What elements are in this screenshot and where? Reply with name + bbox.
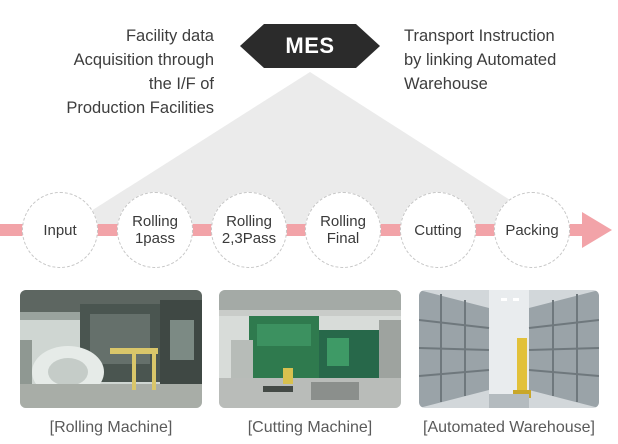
step-rolling-2-3pass: Rolling 2,3Pass bbox=[211, 192, 287, 268]
step-label: 1pass bbox=[134, 230, 175, 247]
description-line: Warehouse bbox=[404, 75, 488, 93]
step-label: 2,3Pass bbox=[221, 230, 277, 247]
step-label: Rolling bbox=[320, 213, 366, 230]
step-label: Rolling bbox=[132, 213, 178, 230]
description-line: the I/F of bbox=[148, 75, 214, 93]
step-label: Packing bbox=[505, 221, 559, 239]
facility-data-description: Facility data Acquisition through the I/… bbox=[20, 24, 214, 120]
step-rolling-1pass: Rolling 1pass bbox=[117, 192, 193, 268]
description-line: Acquisition through bbox=[73, 51, 214, 69]
step-cutting: Cutting bbox=[400, 192, 476, 268]
mes-double-arrow bbox=[240, 24, 380, 68]
process-flow-arrowhead bbox=[582, 212, 612, 248]
step-label: Rolling bbox=[226, 213, 272, 230]
cutting-machine-photo bbox=[219, 290, 401, 408]
mes-label: MES bbox=[285, 33, 335, 58]
step-rolling-final: Rolling Final bbox=[305, 192, 381, 268]
rolling-machine-caption: [Rolling Machine] bbox=[49, 419, 173, 436]
step-input: Input bbox=[22, 192, 98, 268]
step-label: Input bbox=[43, 221, 77, 239]
step-packing: Packing bbox=[494, 192, 570, 268]
description-line: Production Facilities bbox=[66, 99, 214, 117]
cutting-machine-caption: [Cutting Machine] bbox=[247, 419, 373, 436]
rolling-machine-photo bbox=[20, 290, 202, 408]
description-line: by linking Automated bbox=[404, 51, 557, 69]
step-label: Cutting bbox=[414, 221, 462, 239]
description-line: Facility data bbox=[125, 27, 214, 45]
automated-warehouse-photo bbox=[419, 290, 599, 408]
transport-instruction-description: Transport Instruction by linking Automat… bbox=[404, 24, 614, 96]
description-line: Transport Instruction bbox=[404, 27, 555, 45]
automated-warehouse-caption: [Automated Warehouse] bbox=[423, 419, 595, 436]
step-label: Final bbox=[326, 230, 360, 247]
